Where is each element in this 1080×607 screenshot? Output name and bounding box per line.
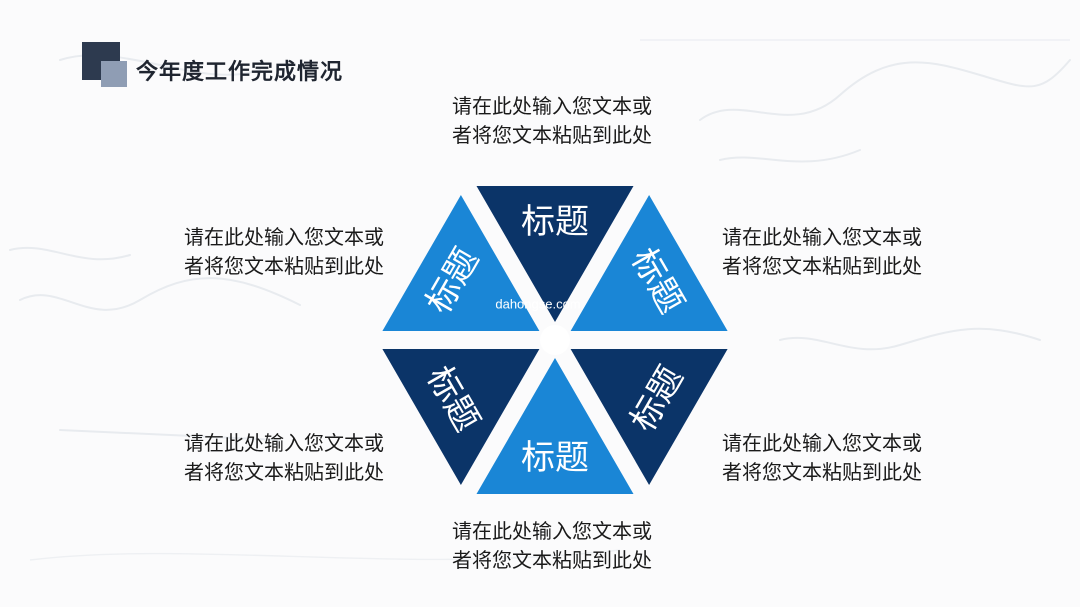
- description-top-line2: 者将您文本粘贴到此处: [452, 123, 652, 147]
- description-upper-left: 请在此处输入您文本或 者将您文本粘贴到此处: [184, 223, 424, 281]
- description-lower-right-line2: 者将您文本粘贴到此处: [722, 460, 922, 484]
- description-bottom-line1: 请在此处输入您文本或: [452, 519, 652, 543]
- description-bottom: 请在此处输入您文本或 者将您文本粘贴到此处: [452, 517, 692, 575]
- description-lower-left: 请在此处输入您文本或 者将您文本粘贴到此处: [184, 429, 424, 487]
- wheel-segment-upper-right: [570, 195, 728, 331]
- wheel-segment-bottom: [476, 358, 634, 494]
- description-upper-left-line2: 者将您文本粘贴到此处: [184, 254, 384, 278]
- description-lower-left-line1: 请在此处输入您文本或: [184, 431, 384, 455]
- wheel-segment-upper-left: [382, 195, 540, 331]
- wheel-segment-lower-left: [382, 349, 540, 485]
- watermark-text: dahongse.com: [495, 297, 580, 312]
- wheel-segment-label-bottom: 标题: [521, 438, 589, 478]
- wheel-segment-top: [476, 186, 634, 322]
- page-title: 今年度工作完成情况: [136, 60, 344, 85]
- description-bottom-line2: 者将您文本粘贴到此处: [452, 548, 652, 572]
- wheel-segment-lower-right: [570, 349, 728, 485]
- wheel-segment-label-top: 标题: [521, 202, 589, 242]
- description-lower-right-line1: 请在此处输入您文本或: [722, 431, 922, 455]
- description-upper-left-line1: 请在此处输入您文本或: [184, 225, 384, 249]
- description-upper-right-line1: 请在此处输入您文本或: [722, 225, 922, 249]
- description-lower-right: 请在此处输入您文本或 者将您文本粘贴到此处: [722, 429, 962, 487]
- title-accent-square-light: [101, 61, 127, 87]
- description-upper-right: 请在此处输入您文本或 者将您文本粘贴到此处: [722, 223, 962, 281]
- wheel-hub: [540, 325, 570, 355]
- description-top-line1: 请在此处输入您文本或: [452, 94, 652, 118]
- description-upper-right-line2: 者将您文本粘贴到此处: [722, 254, 922, 278]
- description-top: 请在此处输入您文本或 者将您文本粘贴到此处: [452, 92, 692, 150]
- description-lower-left-line2: 者将您文本粘贴到此处: [184, 460, 384, 484]
